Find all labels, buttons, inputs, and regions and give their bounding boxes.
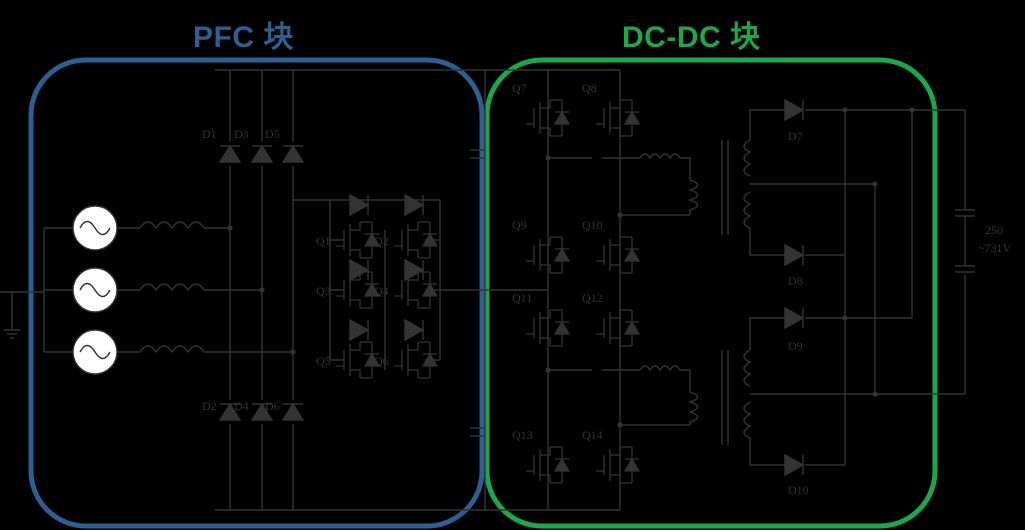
switch-label: Q4	[374, 284, 389, 298]
mosfet-icon	[336, 221, 381, 259]
mosfet-icon	[336, 271, 381, 309]
inductor-icon	[139, 345, 205, 354]
diode-icon	[784, 306, 805, 330]
switch-label: Q3	[316, 284, 331, 298]
junction-dots	[227, 107, 915, 428]
switch-label: Q12	[582, 291, 603, 305]
diode-label: D2	[202, 399, 217, 413]
diode-label: D8	[788, 274, 803, 288]
diode-label: D3	[234, 127, 249, 141]
diode-label: D5	[265, 127, 280, 141]
dcdc-block-outline	[484, 57, 938, 529]
diode-icon	[784, 453, 805, 477]
diode-icon	[349, 193, 370, 217]
switch-label: Q14	[582, 428, 603, 442]
pfc-block-outline	[28, 57, 485, 529]
diode-label: D7	[788, 129, 803, 143]
mosfet-icon	[336, 341, 381, 379]
diode-label: D4	[234, 399, 249, 413]
switch-label: Q2	[374, 234, 389, 248]
switch-label: Q13	[512, 428, 533, 442]
mosfet-icon	[526, 446, 571, 484]
diode-icon	[250, 144, 274, 163]
mosfet-icon	[394, 221, 439, 259]
ac-source-icon	[72, 267, 118, 313]
inductor-icon	[139, 283, 205, 292]
ac-source-icon	[72, 329, 118, 375]
switch-label: Q11	[512, 291, 532, 305]
diode-icon	[784, 243, 805, 267]
switch-label: Q10	[582, 218, 603, 232]
diode-label: D9	[788, 339, 803, 353]
diode-icon	[404, 318, 425, 342]
diode-label: D6	[265, 399, 280, 413]
switch-label: Q9	[512, 218, 527, 232]
diode-icon	[404, 193, 425, 217]
diode-icon	[349, 318, 370, 342]
mosfet-icon	[596, 99, 641, 137]
switch-label: Q7	[512, 81, 527, 95]
mosfet-icon	[596, 446, 641, 484]
diode-label: D10	[788, 483, 809, 497]
ac-source-icon	[72, 205, 118, 251]
diode-icon	[218, 402, 242, 421]
mosfet-icon	[526, 236, 571, 274]
diode-icon	[281, 144, 305, 163]
pfc-block-title: PFC 块	[193, 21, 294, 54]
mosfet-icon	[596, 236, 641, 274]
diode-icon	[281, 402, 305, 421]
mosfet-icon	[596, 309, 641, 347]
diode-icon	[404, 258, 425, 282]
mosfet-icon	[526, 309, 571, 347]
switch-label: Q8	[582, 81, 597, 95]
diode-icon	[250, 402, 274, 421]
diode-icon	[218, 144, 242, 163]
circuit-wiring	[0, 69, 975, 511]
mosfet-icon	[526, 99, 571, 137]
diode-icon	[784, 98, 805, 122]
output-voltage-line2: ~731V	[978, 241, 1011, 255]
diode-icon	[349, 258, 370, 282]
mosfet-icon	[394, 271, 439, 309]
inductor-icon	[139, 221, 205, 230]
diode-label: D1	[202, 127, 217, 141]
dcdc-block-title: DC-DC 块	[622, 21, 761, 54]
output-voltage-line1: 250	[985, 223, 1003, 237]
switch-label: Q6	[374, 354, 389, 368]
switch-label: Q1	[316, 234, 331, 248]
ac-sources	[72, 205, 118, 375]
switch-label: Q5	[316, 354, 331, 368]
mosfet-icon	[394, 341, 439, 379]
input-inductors	[139, 221, 205, 354]
